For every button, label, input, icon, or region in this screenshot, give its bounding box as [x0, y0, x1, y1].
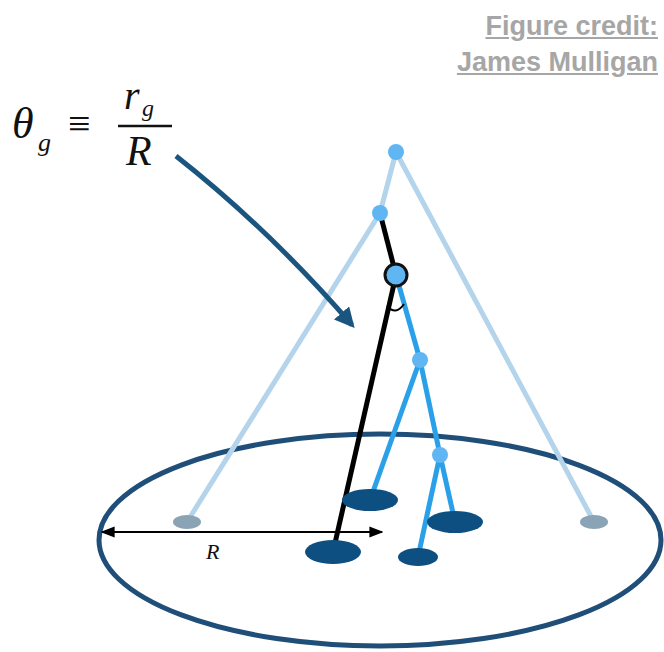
formula-symbol: r	[124, 76, 140, 116]
credit-text: James Mulligan	[457, 44, 658, 80]
formula-subscript: g	[142, 96, 154, 120]
clustering-nodes	[372, 144, 448, 463]
formula-operator: ≡	[68, 104, 91, 144]
groomed-node	[385, 264, 407, 286]
faded-particle	[580, 515, 608, 529]
formula-symbol: θ	[12, 102, 34, 146]
radius-dimension	[102, 531, 382, 533]
formula-subscript: g	[38, 130, 51, 156]
dimension-label: R	[206, 541, 219, 563]
angle-arc	[387, 304, 404, 311]
credit-text: Figure credit:	[485, 8, 658, 44]
particle-discs	[305, 489, 483, 566]
formula-symbol: R	[126, 130, 152, 172]
groomed-away-branches	[187, 152, 594, 522]
fraction-bar	[118, 125, 172, 128]
pointer-arrow	[176, 156, 352, 325]
faded-particle	[173, 515, 201, 529]
